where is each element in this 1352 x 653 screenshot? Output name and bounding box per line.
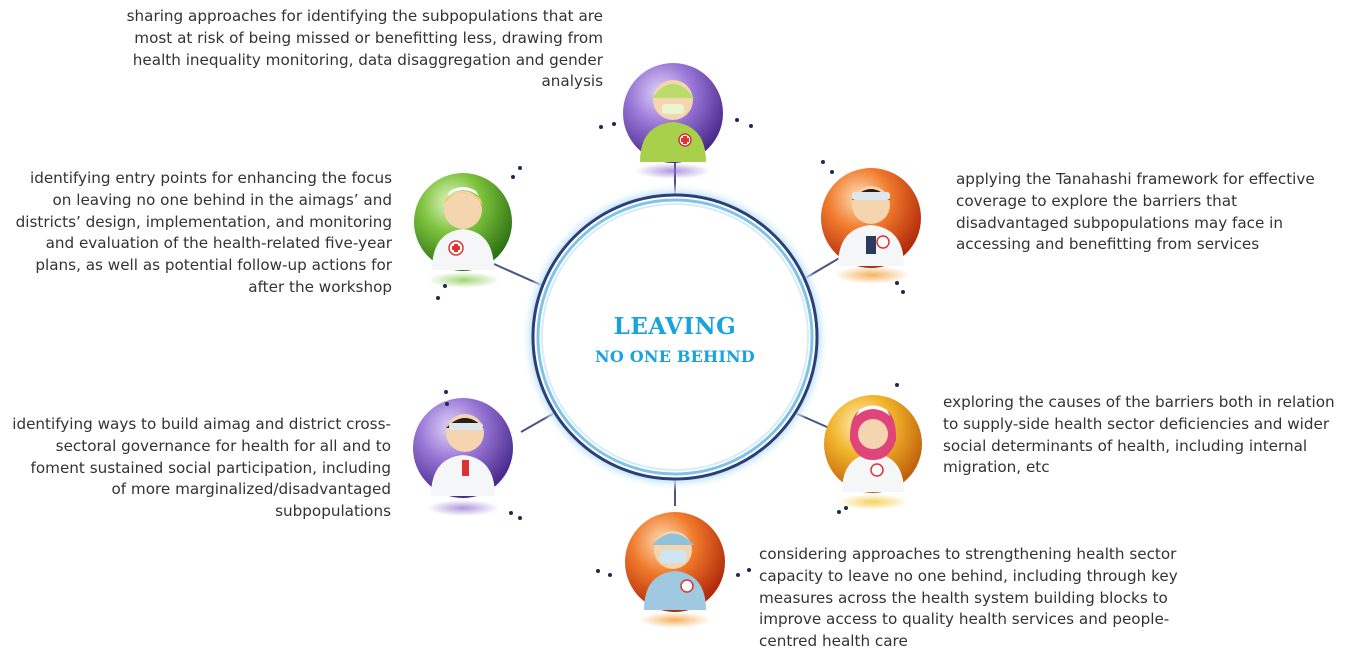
- item-text-upper-left: identifying entry points for enhancing t…: [15, 169, 392, 296]
- node-lower-right: [824, 383, 922, 514]
- center-subtitle: NO ONE BEHIND: [595, 347, 755, 366]
- node-top: [599, 63, 753, 179]
- node-lower-left: [413, 390, 522, 520]
- doctor-headlamp-icon: [838, 186, 904, 266]
- node-upper-right: [821, 160, 921, 294]
- central-ring: [521, 183, 829, 491]
- health-worker-green-scrubs-icon: [640, 80, 706, 162]
- item-text-lower-right: exploring the causes of the barriers bot…: [943, 393, 1335, 477]
- node-bottom: [596, 512, 751, 628]
- item-text-bottom: considering approaches to strengthening …: [759, 545, 1178, 651]
- center-title: LEAVING: [613, 313, 737, 340]
- surgeon-mask-icon: [644, 531, 706, 610]
- item-text-lower-left: identifying ways to build aimag and dist…: [12, 415, 391, 521]
- node-upper-left: [414, 166, 522, 300]
- item-text-upper-right: applying the Tanahashi framework for eff…: [956, 170, 1315, 254]
- nurse-icon: [432, 187, 494, 270]
- doctor-icon: [431, 414, 495, 496]
- nurse-pink-hair-icon: [842, 405, 904, 492]
- item-text-top: sharing approaches for identifying the s…: [126, 7, 603, 91]
